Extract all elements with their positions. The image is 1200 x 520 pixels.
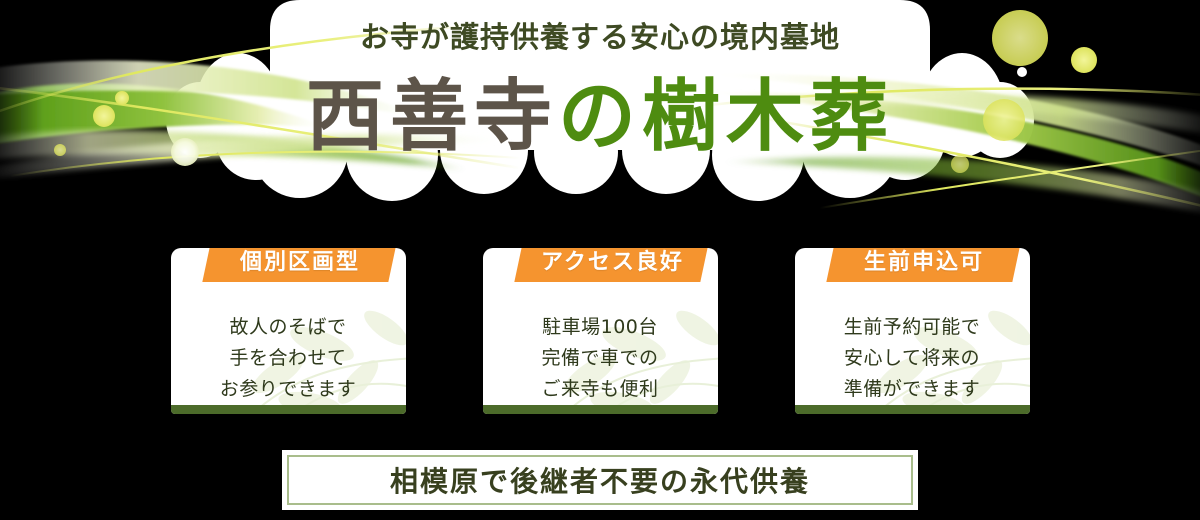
feature-card-badge: アクセス良好 xyxy=(513,248,710,282)
footer-banner: 相模原で後継者不要の永代供養 xyxy=(282,450,918,510)
hero-title-temple: 西善寺 xyxy=(305,73,558,160)
feature-card-badge-wrap: アクセス良好 xyxy=(483,248,718,292)
feature-card-line: 準備ができます xyxy=(843,377,981,400)
feature-card-line: ご来寺も便利 xyxy=(541,377,659,400)
feature-card-line: 故人のそばで xyxy=(229,316,347,338)
feature-card-badge-wrap: 個別区画型 xyxy=(171,248,406,292)
feature-card-badge: 個別区画型 xyxy=(201,248,398,282)
feature-card[interactable]: 故人のそばで 手を合わせて お参りできます 個別区画型 xyxy=(170,248,406,414)
feature-card-body: 生前予約可能で 安心して将来の 準備ができます xyxy=(795,312,1030,404)
feature-card-line: 生前予約可能で xyxy=(843,316,981,338)
feature-card-line: 手を合わせて xyxy=(229,346,347,369)
feature-card-badge: 生前申込可 xyxy=(825,248,1022,282)
feature-card-badge-label: アクセス良好 xyxy=(540,249,683,274)
hero-subtitle: お寺が護持供養する安心の境内墓地 xyxy=(359,22,840,54)
feature-card-line: 完備で車での xyxy=(541,346,659,369)
feature-card-body: 駐車場100台 完備で車での ご来寺も便利 xyxy=(483,312,718,404)
feature-card-line: 安心して将来の xyxy=(844,346,980,369)
feature-card-badge-wrap: 生前申込可 xyxy=(795,248,1030,292)
feature-card-body: 故人のそばで 手を合わせて お参りできます xyxy=(171,312,406,404)
feature-card-badge-label: 個別区画型 xyxy=(239,249,360,274)
feature-card[interactable]: 生前予約可能で 安心して将来の 準備ができます 生前申込可 xyxy=(794,248,1030,414)
footer-banner-frame: 相模原で後継者不要の永代供養 xyxy=(287,455,913,505)
hero-title-service: の樹木葬 xyxy=(558,73,895,160)
feature-card-bottom-bar xyxy=(482,405,718,414)
footer-banner-text: 相模原で後継者不要の永代供養 xyxy=(389,467,810,498)
feature-card-line: 駐車場100台 xyxy=(542,316,658,338)
feature-card-badge-label: 生前申込可 xyxy=(863,249,984,274)
leaf-watermark-icon xyxy=(562,310,718,414)
feature-card[interactable]: 駐車場100台 完備で車での ご来寺も便利 アクセス良好 xyxy=(482,248,718,414)
feature-card-list: 故人のそばで 手を合わせて お参りできます 個別区画型 xyxy=(0,248,1200,414)
feature-card-bottom-bar xyxy=(170,405,406,414)
feature-card-line: お参りできます xyxy=(219,377,357,400)
feature-card-bottom-bar xyxy=(794,405,1030,414)
hero-title: 西善寺の樹木葬 xyxy=(0,74,1200,160)
